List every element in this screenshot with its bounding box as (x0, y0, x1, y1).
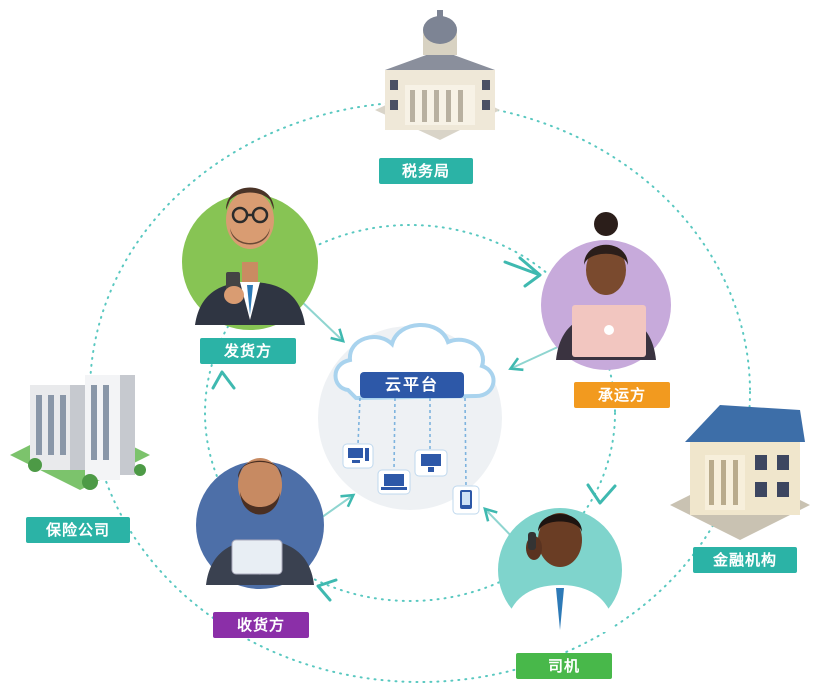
consignee-label: 收货方 (213, 612, 309, 638)
arrow-shipper-to-carrier (505, 258, 540, 286)
businessman-icon (182, 188, 318, 331)
building-icon (375, 10, 500, 140)
arrow-consignee-to-shipper (213, 372, 234, 388)
shipper-label: 发货方 (200, 338, 296, 364)
link-carrier (512, 346, 560, 368)
cloud-platform-label: 云平台 (360, 372, 464, 398)
carrier-label: 承运方 (574, 382, 670, 408)
link-shipper (300, 300, 342, 340)
businesswoman-icon (541, 212, 671, 370)
businessman-icon (196, 458, 324, 589)
insurance-label: 保险公司 (26, 517, 130, 543)
driver-label: 司机 (516, 653, 612, 679)
office-towers-icon (10, 375, 150, 490)
finance-label: 金融机构 (693, 547, 797, 573)
tax-bureau-label: 税务局 (379, 158, 473, 184)
laptop-icon (378, 470, 410, 494)
bank-icon (670, 405, 810, 540)
computer-icon (415, 450, 447, 476)
tablet-icon (453, 486, 479, 514)
driver-icon (498, 508, 622, 632)
computer-icon (343, 444, 373, 468)
